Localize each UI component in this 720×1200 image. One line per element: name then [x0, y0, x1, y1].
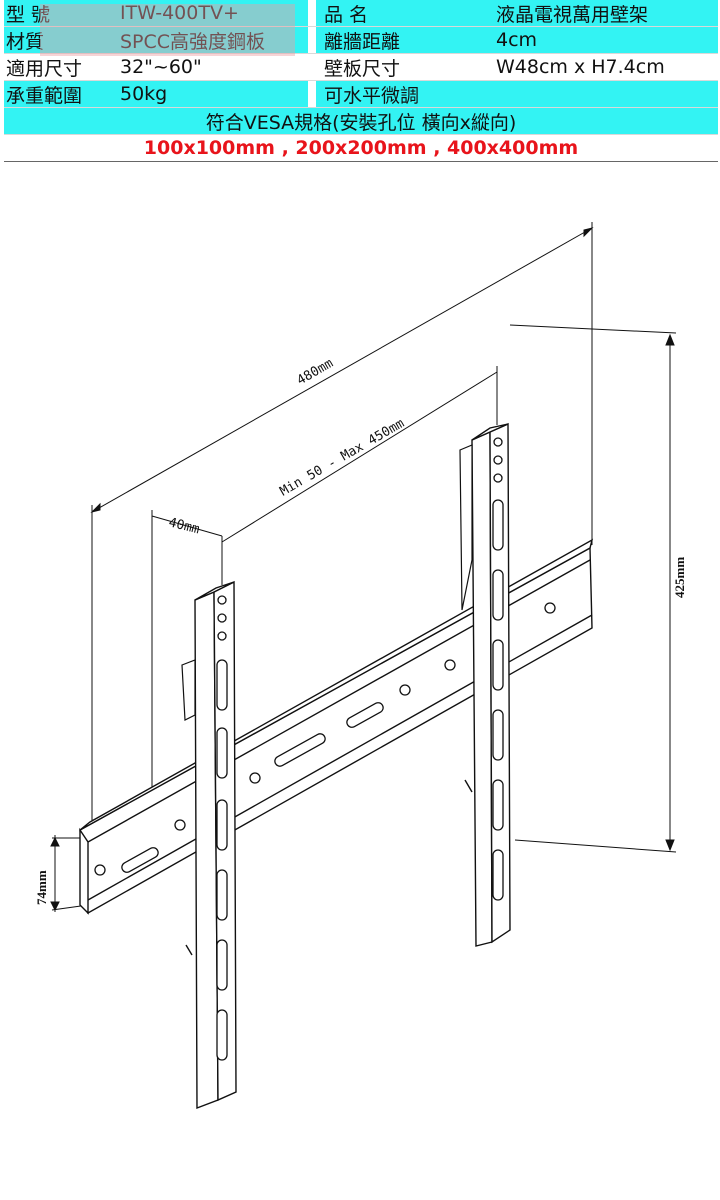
dim-height-label: 425mm: [672, 557, 687, 598]
left-bracket-holes: [216, 595, 228, 1061]
vesa-sizes: 100x100mm , 200x200mm , 400x400mm: [143, 137, 579, 159]
vesa-heading: 符合VESA規格(安裝孔位 橫向x縱向): [205, 111, 517, 134]
model-value: ITW-400TV+: [120, 2, 239, 24]
dim-offset-label: 40mm: [167, 515, 201, 537]
spec-row-size: 適用尺寸 32"~60" 壁板尺寸 W48cm x H7.4cm: [4, 54, 718, 81]
wall-distance-value: 4cm: [496, 29, 538, 51]
wall-mount-diagram: 480mm Min 50 - Max 450mm 40mm 425mm 74mm: [34, 222, 687, 1110]
dim-width-label: 480mm: [295, 356, 337, 389]
spec-row-model: 型 號 ITW-400TV+ 品 名 液晶電視萬用壁架: [4, 0, 718, 27]
leveling-label: 可水平微調: [324, 84, 420, 107]
dim-adjust-label: Min 50 - Max 450mm: [278, 416, 408, 500]
right-bracket-holes: [492, 437, 504, 901]
wall-plate-slots: [94, 602, 556, 876]
wall-distance-label: 離牆距離: [324, 30, 401, 53]
load-label: 承重範圍: [6, 84, 83, 107]
load-value: 50kg: [120, 83, 168, 105]
spec-table: 型 號 ITW-400TV+ 品 名 液晶電視萬用壁架 材質 SPCC高強度鋼板…: [4, 0, 718, 162]
product-name-label: 品 名: [324, 3, 369, 26]
vesa-heading-row: 符合VESA規格(安裝孔位 橫向x縱向): [4, 108, 718, 135]
plate-size-value: W48cm x H7.4cm: [496, 56, 665, 78]
right-bracket-fin: [459, 444, 473, 611]
screen-size-value: 32"~60": [120, 56, 202, 78]
spec-row-load: 承重範圍 50kg 可水平微調: [4, 81, 718, 108]
left-bracket-fin: [181, 659, 196, 721]
dimension-lines: [50, 222, 677, 912]
material-value: SPCC高強度鋼板: [120, 30, 266, 53]
dim-plate-height-label: 74mm: [34, 870, 49, 905]
watermark: [40, 4, 295, 56]
plate-size-label: 壁板尺寸: [324, 57, 401, 80]
screen-size-label: 適用尺寸: [6, 57, 83, 80]
product-name-value: 液晶電視萬用壁架: [496, 3, 649, 26]
wall-plate: [79, 538, 594, 915]
vesa-sizes-row: 100x100mm , 200x200mm , 400x400mm: [4, 135, 718, 162]
model-label: 型 號: [6, 3, 51, 26]
material-label: 材質: [6, 30, 45, 53]
spec-row-material: 材質 SPCC高強度鋼板 離牆距離 4cm: [4, 27, 718, 54]
